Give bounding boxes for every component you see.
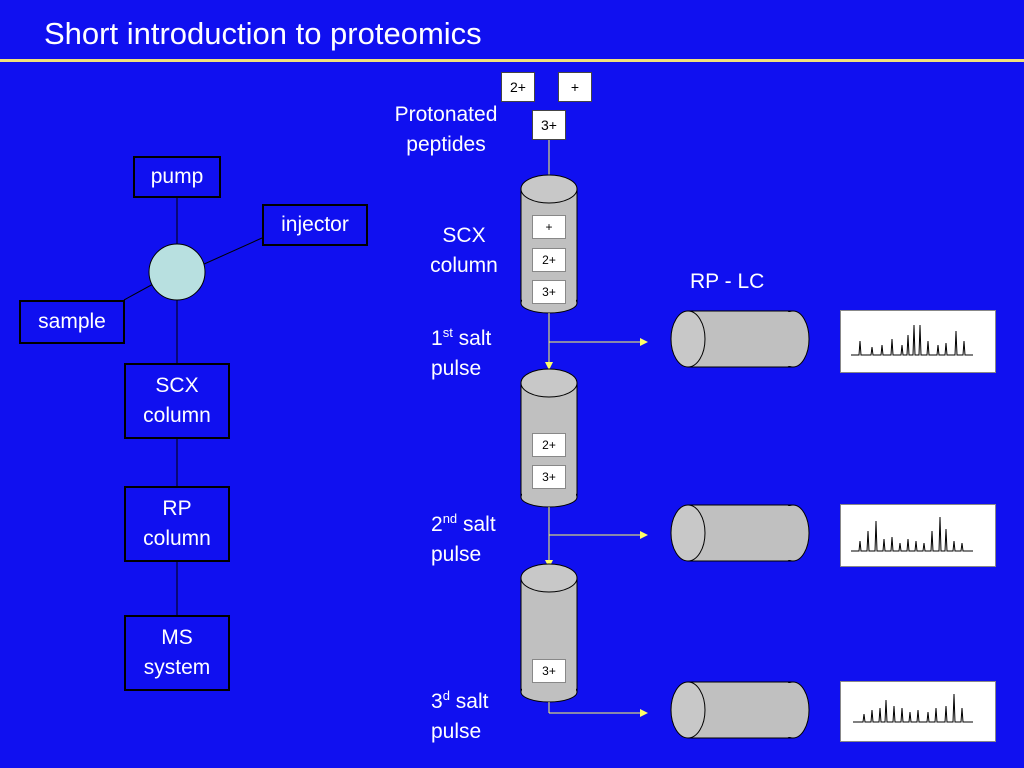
pump-box: pump	[133, 156, 221, 198]
pulse2-arrow-head	[640, 531, 648, 539]
ms-line2: system	[143, 656, 211, 679]
pulse3-label: 3d salt pulse	[431, 681, 488, 747]
pulse2-num: 2	[431, 513, 443, 536]
pump-label: pump	[150, 165, 204, 188]
title-divider	[0, 59, 1024, 62]
pulse1-word: salt	[458, 327, 492, 350]
ms-system-box: MS system	[124, 615, 230, 691]
pulse3-num: 3	[431, 690, 443, 713]
chromatogram-1-trace	[851, 324, 973, 356]
left-scx-line2: column	[143, 404, 211, 427]
scx-label-line1: SCX	[442, 224, 486, 247]
left-rp-column-box: RP column	[124, 486, 230, 562]
chromatogram-3-trace	[853, 693, 973, 723]
col2-ion-2plus: 2+	[532, 433, 566, 457]
slide-title: Short introduction to proteomics	[44, 16, 482, 51]
col1-ion-2plus: 2+	[532, 248, 566, 272]
col1-ion-3plus: 3+	[532, 280, 566, 304]
ms-line1: MS	[161, 626, 193, 649]
pulse3-word: salt	[455, 690, 489, 713]
rp-lc-column-2	[670, 504, 810, 562]
rp-lc-column-3	[670, 681, 810, 739]
pulse1-sup: st	[442, 325, 453, 340]
pulse3-sup: d	[442, 688, 450, 703]
protonated-line2: peptides	[406, 133, 486, 156]
col2-ion-3plus: 3+	[532, 465, 566, 489]
protonated-peptides-label: Protonated peptides	[378, 100, 514, 160]
col3-ion-3plus: 3+	[532, 659, 566, 683]
chromatogram-2	[840, 504, 996, 567]
pulse2-label: 2nd salt pulse	[431, 504, 496, 570]
ion-2plus-top: 2+	[501, 72, 535, 102]
ion-3plus-top: 3+	[532, 110, 566, 140]
sample-box: sample	[19, 300, 125, 344]
rp-lc-column-1	[670, 310, 810, 368]
pulse3-arrow-head	[640, 709, 648, 717]
pulse2-word: salt	[463, 513, 496, 536]
col1-ion-1plus: +	[532, 215, 566, 239]
pulse3-line2: pulse	[431, 720, 482, 743]
pulse1-arrow-head	[640, 338, 648, 346]
pulse2-line2: pulse	[431, 543, 482, 566]
scx-label-line2: column	[430, 254, 498, 277]
chromatogram-3	[840, 681, 996, 742]
pulse1-num: 1	[431, 327, 443, 350]
connector-sample-valve	[123, 282, 156, 301]
injection-valve	[148, 243, 206, 301]
connector-injector-valve	[201, 237, 263, 266]
arrow-head-2	[545, 362, 553, 370]
left-rp-line2: column	[143, 527, 211, 550]
scx-column-label: SCX column	[416, 221, 512, 281]
ion-1plus-top: +	[558, 72, 592, 102]
sample-label: sample	[38, 310, 106, 333]
left-scx-line1: SCX	[155, 374, 199, 397]
left-rp-line1: RP	[162, 497, 192, 520]
injector-label: injector	[281, 213, 349, 236]
injector-box: injector	[262, 204, 368, 246]
rp-lc-label: RP - LC	[690, 270, 765, 293]
pulse1-label: 1st salt pulse	[431, 318, 491, 384]
chromatogram-1	[840, 310, 996, 373]
pulse2-sup: nd	[442, 511, 458, 526]
pulse1-line2: pulse	[431, 357, 482, 380]
chromatogram-2-trace	[851, 516, 973, 552]
left-scx-column-box: SCX column	[124, 363, 230, 439]
protonated-line1: Protonated	[394, 103, 498, 126]
